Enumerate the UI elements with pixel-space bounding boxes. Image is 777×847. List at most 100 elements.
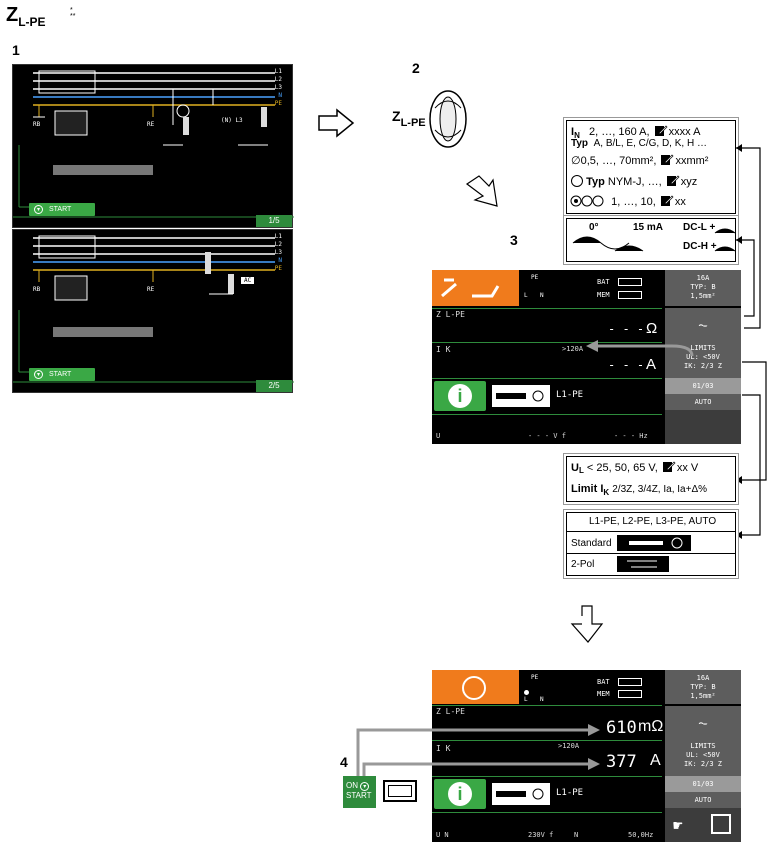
two-pole-probe-icon[interactable]: [617, 556, 669, 572]
ik-unit: A: [650, 752, 661, 769]
label-n: N: [278, 92, 282, 99]
ik-label: I K: [436, 744, 451, 753]
waveform-button[interactable]: ⏦: [665, 706, 741, 740]
arrow-down-icon: [570, 605, 604, 643]
waveform-icons: [572, 228, 736, 252]
label-l3: L3: [274, 84, 282, 91]
function-banner: [432, 270, 519, 306]
label-l2: L2: [274, 76, 282, 83]
ik-value: - - -: [608, 358, 645, 372]
edit-note-icon[interactable]: [662, 461, 676, 473]
empty-softkey[interactable]: [665, 410, 741, 444]
ik-value: 377: [606, 752, 637, 772]
step-4-label: 4: [340, 754, 348, 770]
cable-icon: [571, 175, 583, 187]
standard-probe-icon[interactable]: [617, 535, 691, 551]
edit-note-icon[interactable]: [661, 154, 674, 166]
edit-note-icon[interactable]: [660, 195, 674, 207]
value-arrows: [356, 724, 600, 776]
waveform-button[interactable]: ⏦: [665, 308, 741, 342]
info-button[interactable]: i: [434, 779, 486, 809]
label-n-l3: (N) L3: [221, 117, 243, 124]
footer-un: U N: [436, 831, 449, 839]
test-current-box: 0° 15 mA DC-L + DC-H +: [566, 218, 736, 262]
step-1-label: 1: [12, 42, 20, 58]
page-indicator-2: 2/5: [256, 380, 292, 392]
save-icon[interactable]: [711, 814, 731, 834]
on-start-key[interactable]: ON ▾ START: [343, 776, 376, 808]
info-icon: i: [448, 384, 472, 408]
auto-button[interactable]: AUTO: [665, 792, 741, 808]
label-l1: L1: [274, 68, 282, 75]
ik-limit: >120A: [558, 742, 580, 750]
footer-v: - - - V f: [528, 432, 566, 440]
chevron-down-icon: ▾: [34, 370, 43, 379]
wiring-screen-2: L1 L2 L3 N PE RB RE AC ▾ START 2/5: [12, 229, 294, 393]
nominal-current-box: IN 2, …, 160 A, xxxx A Typ A, B/L, E, C/…: [566, 120, 736, 214]
label-re: RE: [147, 286, 155, 293]
mode-label: L1-PE: [556, 390, 584, 400]
wiring-diagram-2: [13, 235, 294, 383]
rotary-switch-icon: [429, 90, 467, 148]
footer-hz: 50,0Hz: [628, 831, 654, 839]
switch-open-icon: [441, 278, 500, 298]
rotary-symbol: ZL-PE: [392, 108, 426, 129]
edit-note-icon[interactable]: [666, 175, 680, 187]
edit-note-icon[interactable]: [654, 125, 668, 137]
z-unit: mΩ: [638, 718, 664, 735]
title-subscript: L-PE: [18, 15, 46, 29]
probe-l-dot: [524, 690, 529, 695]
z-unit: Ω: [646, 320, 658, 337]
limit-values-box: UL < 25, 50, 65 V, xx V Limit IK 2/3Z, 3…: [566, 456, 736, 502]
info-button[interactable]: i: [434, 381, 486, 411]
auto-button[interactable]: AUTO: [665, 394, 741, 410]
start-button-2[interactable]: ▾ START: [29, 368, 95, 381]
label-ac: AC: [241, 277, 255, 284]
footer-hz: - - - Hz: [614, 432, 648, 440]
softkey-row: ☛: [665, 808, 741, 842]
probe-icon: [492, 783, 550, 805]
footer-u: U: [436, 432, 441, 440]
wiring-diagram-1: [13, 70, 294, 218]
battery-icon: [618, 278, 642, 286]
conductor-count-icon: [570, 195, 605, 207]
arrow-down-right-icon: [465, 175, 498, 207]
busy-indicator-icon: [462, 676, 486, 700]
label-rb: RB: [33, 286, 41, 293]
label-rb: RB: [33, 121, 41, 128]
zlpe-label: Z L-PE: [436, 707, 465, 716]
label-l1: L1: [274, 233, 282, 240]
display-key-icon: [383, 780, 417, 802]
label-pe: PE: [274, 265, 282, 272]
wiring-screen-1: L1 L2 L3 N PE RB RE (N) L3 ▾ START 1/5: [12, 64, 294, 228]
battery-icon: [618, 678, 642, 686]
bat-label: BAT: [597, 678, 610, 686]
footnote-stars: * **: [70, 7, 76, 20]
ik-unit: A: [646, 356, 657, 373]
memory-icon: [618, 291, 642, 299]
chevron-down-icon: ▾: [360, 782, 370, 791]
probe-icon: [492, 385, 550, 407]
arrow-right-icon: [318, 108, 355, 138]
label-l3: L3: [274, 249, 282, 256]
info-icon: i: [448, 782, 472, 806]
zlpe-label: Z L-PE: [436, 310, 465, 319]
step-3-label: 3: [510, 232, 518, 248]
page-indicator-1: 1/5: [256, 215, 292, 227]
mode-label: L1-PE: [556, 788, 584, 798]
ik-label: I K: [436, 345, 451, 354]
label-l2: L2: [274, 241, 282, 248]
limit-arrow-icon: [586, 340, 694, 357]
counter-display: 01/03: [665, 776, 741, 792]
label-re: RE: [147, 121, 155, 128]
hand-pointer-icon[interactable]: ☛: [673, 816, 683, 835]
bat-label: BAT: [597, 278, 610, 286]
start-button-1[interactable]: ▾ START: [29, 203, 95, 216]
step-2-label: 2: [412, 60, 420, 76]
